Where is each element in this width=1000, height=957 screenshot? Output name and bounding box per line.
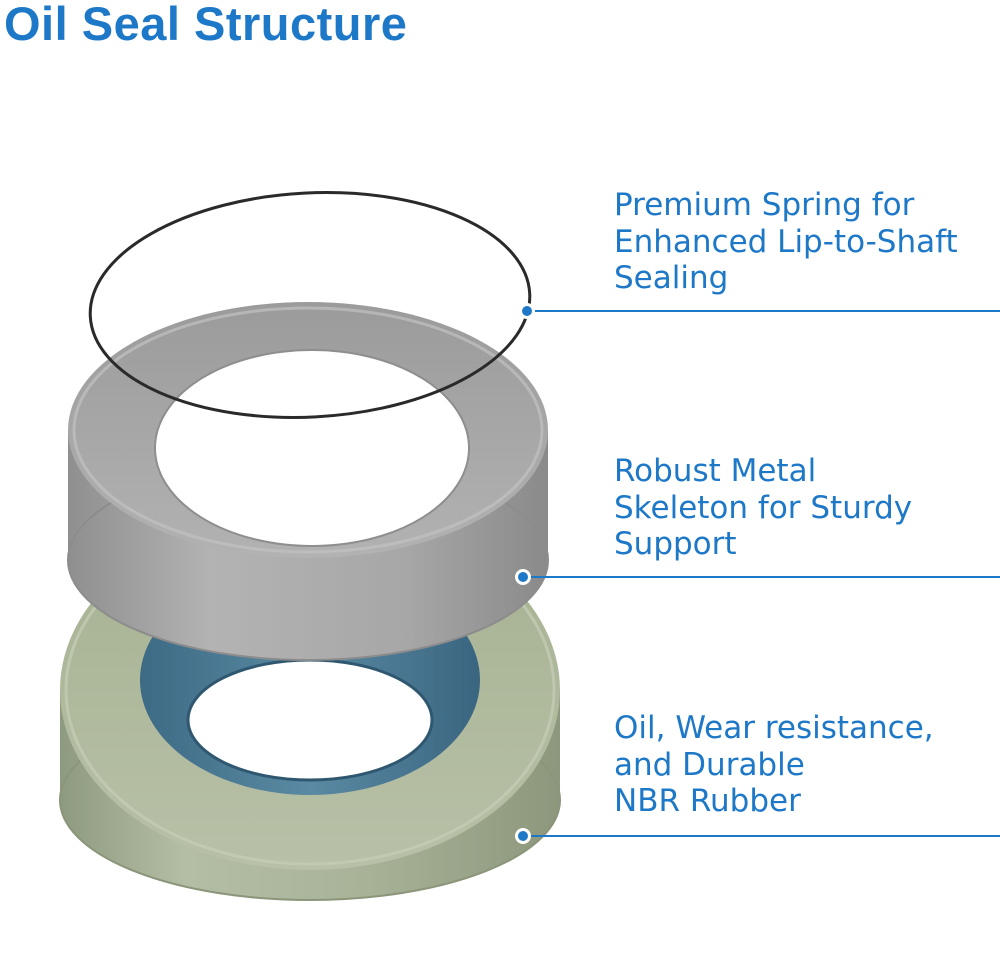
- callout-line: Support: [614, 526, 912, 563]
- metal-skeleton-ring: [68, 302, 548, 660]
- callout-line: Sealing: [614, 260, 958, 297]
- callout-spring-text: Premium Spring for Enhanced Lip-to-Shaft…: [614, 187, 958, 297]
- callout-line: Enhanced Lip-to-Shaft: [614, 224, 958, 261]
- callout-metal-text: Robust Metal Skeleton for Sturdy Support: [614, 453, 912, 563]
- callout-connector-rubber: [515, 828, 1000, 844]
- callout-line: Skeleton for Sturdy: [614, 490, 912, 527]
- callout-line: NBR Rubber: [614, 783, 934, 820]
- callout-line: Premium Spring for: [614, 187, 958, 224]
- callout-line: Robust Metal: [614, 453, 912, 490]
- callout-rubber-text: Oil, Wear resistance, and Durable NBR Ru…: [614, 710, 934, 820]
- callout-connector-metal: [515, 569, 1000, 585]
- callout-connector-spring: [519, 303, 1000, 319]
- callout-line: Oil, Wear resistance,: [614, 710, 934, 747]
- callout-line: and Durable: [614, 747, 934, 784]
